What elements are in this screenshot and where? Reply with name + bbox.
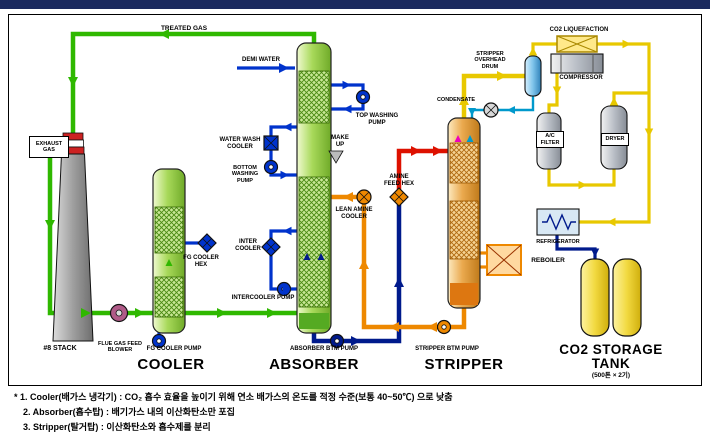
treated-gas-label: TREATED GAS bbox=[160, 25, 208, 32]
top-washing-pump-label: TOP WASHING PUMP bbox=[355, 113, 399, 127]
cooler-title: COOLER bbox=[137, 356, 205, 373]
storage-tank-2 bbox=[612, 258, 642, 337]
water-wash-cooler-icon bbox=[263, 135, 279, 151]
make-up-arrow bbox=[328, 150, 344, 164]
exhaust-gas-label: EXHAUST GAS bbox=[29, 136, 69, 158]
cooler-column bbox=[152, 168, 186, 334]
equipment bbox=[52, 35, 642, 349]
storage-tank-1 bbox=[580, 258, 610, 337]
stripper-overhead-drum-icon bbox=[524, 55, 542, 97]
stripper-btm-pump-icon bbox=[436, 319, 452, 335]
compressor-icon bbox=[550, 53, 604, 74]
refrigerator-icon bbox=[536, 208, 580, 236]
storage-tank-title: CO2 STORAGE TANK bbox=[559, 342, 663, 371]
stripper-title: STRIPPER bbox=[424, 356, 504, 373]
stack-tower bbox=[52, 132, 94, 342]
stripper-btm-pump-label: STRIPPER BTM PUMP bbox=[415, 346, 479, 352]
fg-cooler-pump-label: FG COOLER PUMP bbox=[146, 346, 202, 352]
lean-amine-cooler-label: LEAN AMINE COOLER bbox=[335, 207, 373, 221]
top-title-bar bbox=[0, 0, 710, 9]
diagram-frame: TREATED GAS DEMI WATER EXHAUST GAS #8 ST… bbox=[8, 14, 702, 386]
compressor-label: COMPRESSOR bbox=[559, 75, 603, 81]
pipe-rich-amine-hot bbox=[396, 148, 448, 197]
amine-feed-hex-icon bbox=[389, 187, 409, 207]
pipe-dryer-top bbox=[612, 91, 649, 106]
absorber-btm-pump-label: ABSORBER BTM PUMP bbox=[289, 346, 358, 352]
amine-feed-hex-label: AMINE FEED HEX bbox=[383, 174, 414, 188]
storage-tank-capacity: (500톤 × 2기) bbox=[591, 372, 631, 379]
refrigerator-label: REFRIGERATOR bbox=[536, 239, 580, 245]
fg-cooler-hex-icon bbox=[197, 233, 217, 253]
condensate-cooler-icon bbox=[483, 102, 499, 118]
demi-water-label: DEMI WATER bbox=[242, 57, 280, 63]
condensate-label: CONDENSATE bbox=[436, 97, 476, 103]
flue-gas-feed-blower-icon bbox=[109, 303, 129, 323]
stack-label: #8 STACK bbox=[43, 345, 77, 352]
footnote-2: 2. Absorber(흡수탑) : 배기가스 내의 이산화탄소만 포집 bbox=[23, 407, 235, 417]
reboiler-icon bbox=[486, 244, 522, 276]
bottom-washing-pump-icon bbox=[263, 159, 279, 175]
pipe-intercooler-loop bbox=[269, 229, 297, 291]
reboiler-label: REBOILER bbox=[531, 257, 565, 264]
diagram-canvas bbox=[45, 29, 654, 349]
blower-label: FLUE GAS FEED BLOWER bbox=[97, 341, 142, 354]
pipe-lean-amine bbox=[331, 194, 467, 330]
dryer-label: DRYER bbox=[601, 133, 629, 146]
absorber-title: ABSORBER bbox=[269, 356, 359, 373]
intercooler-pump-label: INTERCOOLER PUMP bbox=[231, 295, 295, 301]
inter-cooler-label: INTER COOLER bbox=[235, 239, 261, 253]
ac-filter-label: A/C FILTER bbox=[536, 131, 564, 148]
make-up-label: MAKE UP bbox=[331, 135, 349, 149]
top-washing-pump-icon bbox=[355, 89, 371, 105]
footnote-1: * 1. Cooler(배가스 냉각기) : CO₂ 흡수 효율을 높이기 위해… bbox=[14, 392, 453, 402]
bottom-washing-pump-label: BOTTOM WASHING PUMP bbox=[231, 165, 259, 184]
lean-amine-cooler-icon bbox=[356, 189, 372, 205]
absorber-column bbox=[296, 42, 332, 334]
co2-liquefaction-label: CO2 LIQUEFACTION bbox=[549, 27, 609, 33]
stripper-column bbox=[447, 117, 481, 309]
footnote-3: 3. Stripper(탈거탑) : 이산화탄소와 흡수제를 분리 bbox=[23, 422, 211, 432]
stripper-overhead-drum-label: STRIPPER OVERHEAD DRUM bbox=[474, 51, 506, 70]
water-wash-cooler-label: WATER WASH COOLER bbox=[219, 137, 261, 151]
fg-cooler-hex-label: FG COOLER HEX bbox=[183, 255, 219, 269]
pipe-treated-gas bbox=[70, 31, 317, 133]
co2-liquefaction-icon bbox=[556, 35, 598, 53]
